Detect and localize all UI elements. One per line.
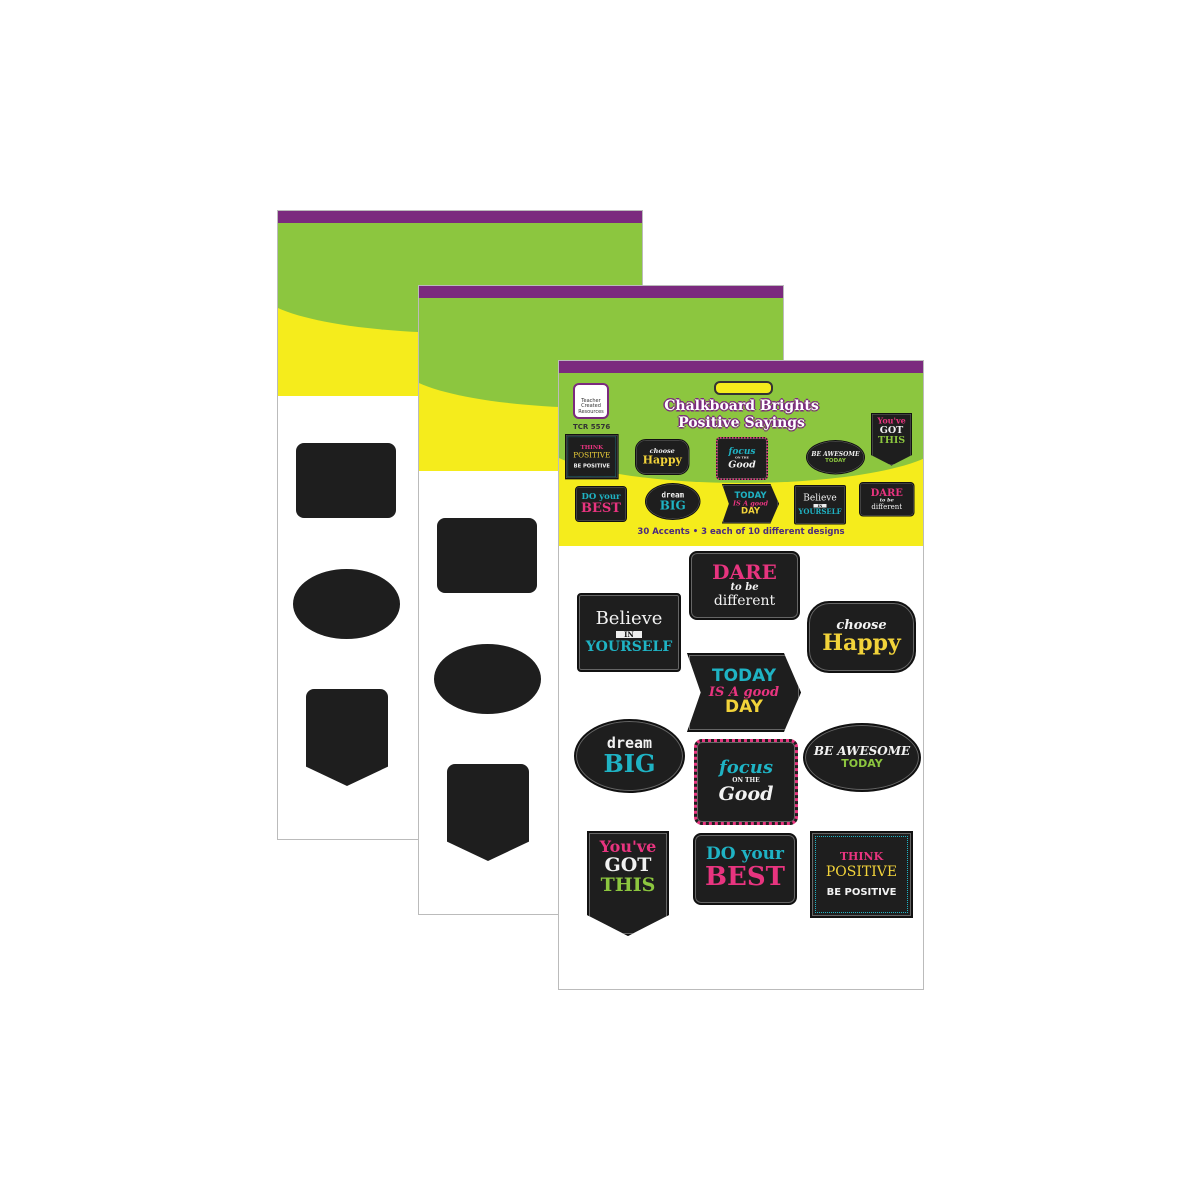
title-line-1: Chalkboard Brights [664,398,819,414]
accent-text: GOT [604,853,652,876]
accent-text: BE AWESOME [813,744,911,759]
accent-text: Happy [642,453,682,467]
accent-text: different [871,502,903,511]
accent-text: Believe [803,492,837,504]
accent-text: TODAY [712,665,776,686]
accent-text: POSITIVE [825,864,898,881]
accent-shape [296,443,396,518]
accent-text: DO your [581,491,621,502]
product-code: TCR 5576 [573,423,611,431]
hang-hole [714,381,773,395]
accent-text: Good [718,782,774,805]
accent-text: TODAY [825,457,846,464]
brand-logo: Teacher Created Resources [573,383,609,419]
accent-text: Good [728,458,756,470]
accent-text: IN [616,631,642,638]
accent-text: BE AWESOME [811,450,860,458]
accent-text: dream [606,733,653,752]
accent-text: DARE [870,486,903,499]
accent-text: BIG [659,498,686,513]
accent-text: DO your [705,844,784,865]
accent-text: THINK [580,443,604,451]
accent-text: YOURSELF [585,639,673,656]
accent-text: ON THE [735,456,749,460]
accent-text: DAY [741,506,760,517]
accent-text: BE POSITIVE [826,886,897,898]
accent-text: IS A good [708,684,780,700]
accent-text: dream [661,490,685,500]
accent-shape [306,689,388,786]
accent-text: You've [599,837,657,856]
accent-text: DAY [725,697,763,718]
accent-text: choose [836,617,887,633]
accent-text: POSITIVE [573,451,611,460]
accent-text: BIG [603,749,656,779]
accent-text: THINK [839,849,884,863]
accent-text: BEST [705,862,785,893]
header-stripe [278,211,642,223]
accent-shape [434,644,541,714]
accent-text: focus [719,757,773,779]
accent-shape [447,764,529,861]
accent-text: focus [728,446,756,457]
accent-text: ON THE [732,777,760,785]
accent-text: DARE [712,560,777,585]
accent-text: YOURSELF [798,508,842,517]
accent-text: BEST [581,500,621,516]
accent-text: Believe [595,608,663,630]
accent-text: to be [879,497,894,504]
accent-text: TODAY [841,757,883,771]
header-stripe [419,286,783,298]
accent-text: TODAY [734,490,767,501]
accent-text: GOT [879,424,904,436]
accent-text: to be [730,582,759,594]
product-package: Teacher Created Resources TCR 5576 Chalk… [558,360,924,990]
header-stripe [559,361,923,373]
accent-text: You've [877,416,906,426]
accent-text: IN [813,504,827,508]
accent-shape [293,569,400,639]
accent-text: THIS [600,873,656,896]
accent-text: BE POSITIVE [573,463,610,469]
accent-text: different [713,592,776,609]
accent-text: THIS [877,434,906,446]
title-line-2: Positive Sayings [678,415,805,431]
accent-shape [437,518,537,593]
accent-text: choose [649,447,675,455]
accent-text: IS A good [732,499,769,508]
accent-text: Happy [822,630,901,657]
accent-count: 30 Accents • 3 each of 10 different desi… [637,527,845,537]
package-header: Teacher Created Resources TCR 5576 Chalk… [559,361,923,546]
